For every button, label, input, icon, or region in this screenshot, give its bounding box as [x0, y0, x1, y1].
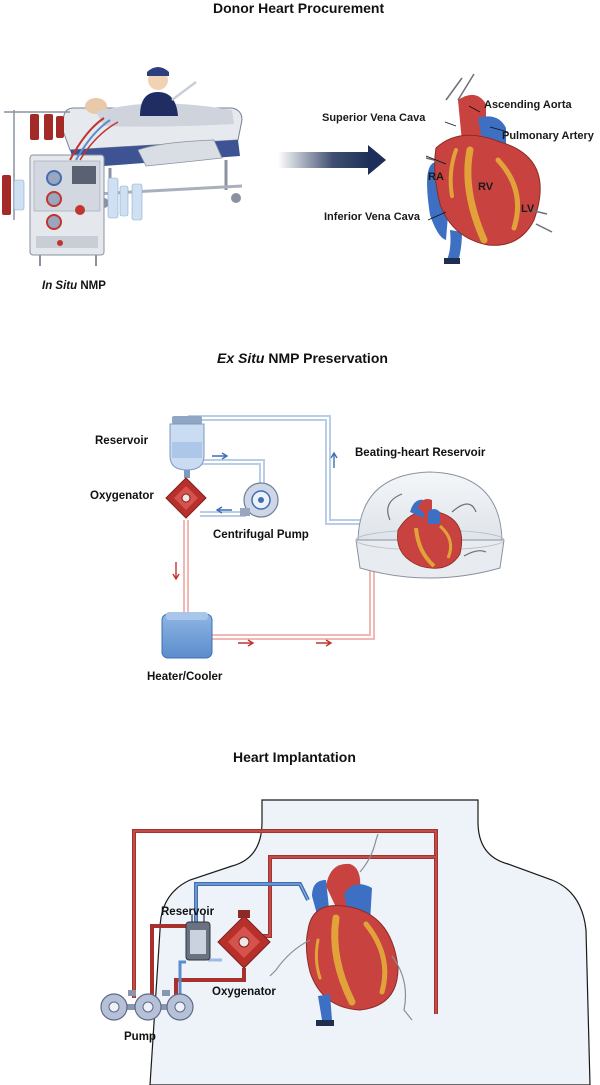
exsitu-circuit	[161, 415, 505, 659]
label-implant-pump: Pump	[124, 1031, 156, 1043]
donor-heart-icon	[425, 73, 553, 264]
label-implant-reservoir: Reservoir	[161, 906, 215, 918]
beating-heart-reservoir-icon	[355, 471, 505, 579]
label-oxygenator: Oxygenator	[90, 490, 154, 502]
label-pulmonary-artery: Pulmonary Artery	[502, 130, 594, 142]
exsitu-title-italic: Ex Situ	[217, 350, 265, 366]
exsitu-title: Ex Situ NMP Preservation	[217, 350, 388, 366]
implant-reservoir-icon	[185, 914, 211, 961]
procurement-arrow-icon	[278, 145, 386, 175]
flow-arrows	[172, 451, 338, 647]
label-lv: LV	[521, 203, 535, 215]
reservoir-icon	[169, 416, 205, 478]
heater-cooler-icon	[161, 612, 213, 659]
label-ascending-aorta: Ascending Aorta	[484, 99, 572, 111]
procurement-title: Donor Heart Procurement	[213, 0, 385, 16]
label-reservoir: Reservoir	[95, 435, 149, 447]
procurement-scene	[2, 67, 553, 266]
label-heater-cooler: Heater/Cooler	[147, 671, 223, 683]
label-superior-vena-cava: Superior Vena Cava	[322, 112, 426, 124]
label-beating-heart-reservoir: Beating-heart Reservoir	[355, 447, 486, 459]
label-inferior-vena-cava: Inferior Vena Cava	[324, 211, 420, 223]
label-ra: RA	[428, 171, 444, 183]
recipient-heart-icon	[269, 833, 413, 1026]
label-centrifugal-pump: Centrifugal Pump	[213, 529, 309, 541]
implant-pump-icon	[100, 990, 194, 1021]
implant-oxygenator-icon	[217, 910, 271, 969]
hospital-bed-icon	[61, 67, 243, 208]
implant-scene	[100, 799, 591, 1085]
nmp-machine-icon	[2, 110, 143, 266]
label-implant-oxygenator: Oxygenator	[212, 986, 276, 998]
exsitu-title-rest: NMP Preservation	[264, 350, 388, 366]
oxygenator-icon	[165, 477, 207, 519]
label-rv: RV	[478, 181, 494, 193]
in-situ-rest: NMP	[77, 280, 106, 292]
implant-title: Heart Implantation	[233, 749, 356, 765]
in-situ-caption: In Situ NMP	[42, 280, 106, 292]
in-situ-italic: In Situ	[42, 280, 78, 292]
centrifugal-pump-icon	[240, 482, 279, 518]
